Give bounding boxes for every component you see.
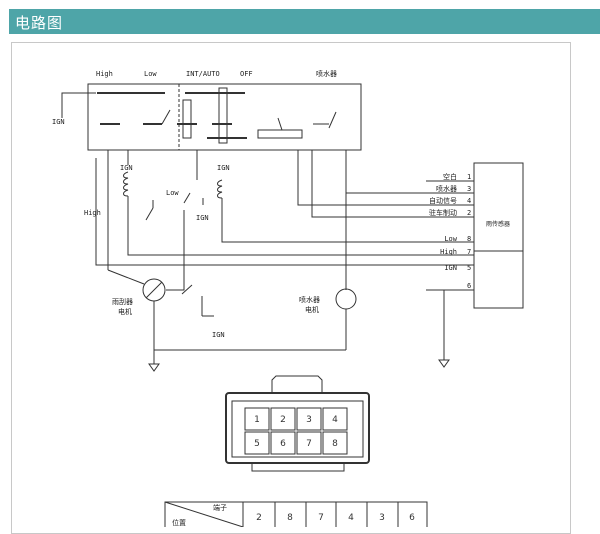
relay-left-contact [145,207,154,221]
section-title: 电路图 [15,14,64,32]
wiper-motor-label-2: 电机 [118,307,132,316]
park-brake-wire [311,150,474,218]
table-col-5: 3 [379,513,385,523]
connector-cell-2 [270,407,296,431]
table-header-diagonal [164,501,244,527]
wiper-low-lead [166,210,185,291]
relay-right-contact [183,192,191,204]
connector-cell-5 [244,431,270,455]
signal-label-8: Low [444,235,457,243]
label-ign-park: IGN [212,331,225,339]
label-ign-relay-out: IGN [196,214,209,222]
label-low: Low [144,70,157,78]
wiper-motor-arrow [145,281,163,299]
relay-coil-right [217,179,223,199]
table-col-6: 6 [409,513,415,523]
position-table [164,501,428,527]
table-col-4: 4 [348,513,354,523]
label-mid-low: Low [166,189,179,197]
washer-motor-label-2: 电机 [305,305,319,314]
label-off: OFF [240,70,253,78]
section-header: 电路图 [9,9,600,34]
signal-label-2: 驻车制动 [429,208,457,217]
relay-coil-left [123,171,129,197]
wiper-ground-symbol [148,363,160,372]
auto-signal-wire [297,150,474,206]
connector-pin-5: 5 [254,439,260,449]
rain-sensor-box [473,162,524,309]
washer-motor-symbol [335,288,357,310]
low-signal-wire [221,198,474,243]
signal-pin-2: 2 [467,209,471,217]
connector-cell-3 [296,407,322,431]
signal-label-5: IGN [444,264,457,272]
combination-switch-box [87,83,362,151]
signal-pin-7: 7 [467,248,471,256]
connector-cell-4 [322,407,348,431]
rain-sensor-label: 雨传感器 [486,220,510,228]
connector-inner [231,400,364,458]
signal-pin-1: 1 [467,173,471,181]
connector-cell-7 [296,431,322,455]
signal-pin-6: 6 [467,282,471,290]
table-col-1: 2 [256,513,262,523]
wiper-high-lead [107,269,145,285]
label-ign-main: IGN [52,118,65,126]
connector-pin-2: 2 [280,415,286,425]
label-high: High [96,70,113,78]
ign-signal-wire [95,158,474,266]
connector-pin-8: 8 [332,439,338,449]
signal-label-3: 喷水器 [436,184,457,193]
signal-label-1: 空白 [443,172,457,181]
connector-cell-1 [244,407,270,431]
int-auto-switch-body [182,99,192,139]
connector-pin-7: 7 [306,439,312,449]
high-signal-wire [127,238,474,256]
label-washer: 喷水器 [316,69,337,78]
connector-pin-1: 1 [254,415,260,425]
table-header-top: 端子 [213,503,227,512]
label-int-auto: INT/AUTO [186,70,220,78]
connector-cell-8 [322,431,348,455]
washer-link [277,117,283,131]
park-switch-blade [181,284,193,295]
connector-cell-6 [270,431,296,455]
label-ign-relay-right: IGN [217,164,230,172]
connector-pins: 1 2 3 4 5 6 7 8 [254,415,338,449]
table-col-2: 8 [287,513,293,523]
sensor-ground-symbol [438,359,450,368]
ign-feed-wire [61,92,96,118]
signal-label-7: High [440,248,457,256]
connector-base [251,462,345,472]
table-col-3: 7 [318,513,324,523]
table-columns: 2 8 7 4 3 6 [256,513,415,523]
washer-motor-label-1: 喷水器 [299,295,320,304]
wiper-motor-label-1: 雨刮器 [112,297,133,306]
connector-pin-4: 4 [332,415,338,425]
connector-pin-3: 3 [306,415,312,425]
connector-pin-6: 6 [280,439,286,449]
low-switch-blade [161,109,171,125]
washer-switch-blade [328,111,337,129]
label-ign-relay-left: IGN [120,164,133,172]
washer-switch-body [257,129,303,139]
label-left-high: High [84,209,101,217]
signal-pin-5: 5 [467,264,471,272]
connector-latch [271,375,323,393]
signal-pin-3: 3 [467,185,471,193]
off-switch-body [218,87,228,144]
signal-pin-8: 8 [467,235,471,243]
table-header-bottom: 位置 [172,518,186,527]
signal-label-4: 自动信号 [429,196,457,205]
signal-pin-4: 4 [467,197,471,205]
